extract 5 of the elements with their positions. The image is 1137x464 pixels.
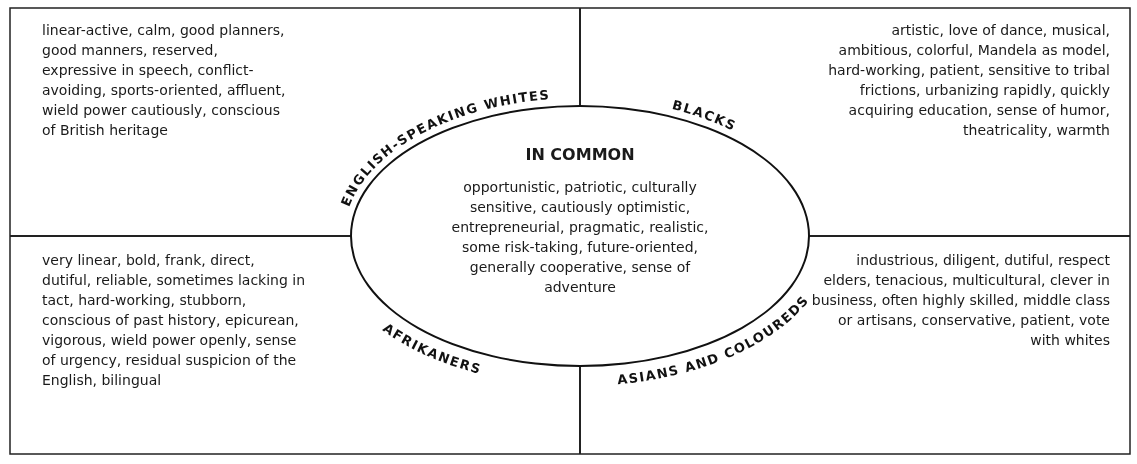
trait-list: linear-active, calm, good planners, good manners, reserved, expressive in speech, conflict-avoiding, sports-oriented, affluent, wield power cautiously, conscious of British heritage xyxy=(42,20,292,140)
trait-list: very linear, bold, frank, direct, dutiful, reliable, sometimes lacking in tact, hard-working, stubborn, conscious of past history, epicurean, vigorous, wield power openly, sense of urgency, residual suspicion of the English, bilingual xyxy=(42,250,307,390)
ellipse-heading: IN COMMON xyxy=(525,145,635,164)
trait-list: industrious, diligent, dutiful, respect elders, tenacious, multicultural, clever in business, often highly skilled, middle class or artisans, conservative, patient, vote with whites xyxy=(810,250,1110,350)
trait-list: artistic, love of dance, musical, ambitious, colorful, Mandela as model, hard-working, patient, sensitive to tribal frictions, urbanizing rapidly, quickly acquiring education, sense of humor, theatricality, warmth xyxy=(820,20,1110,140)
